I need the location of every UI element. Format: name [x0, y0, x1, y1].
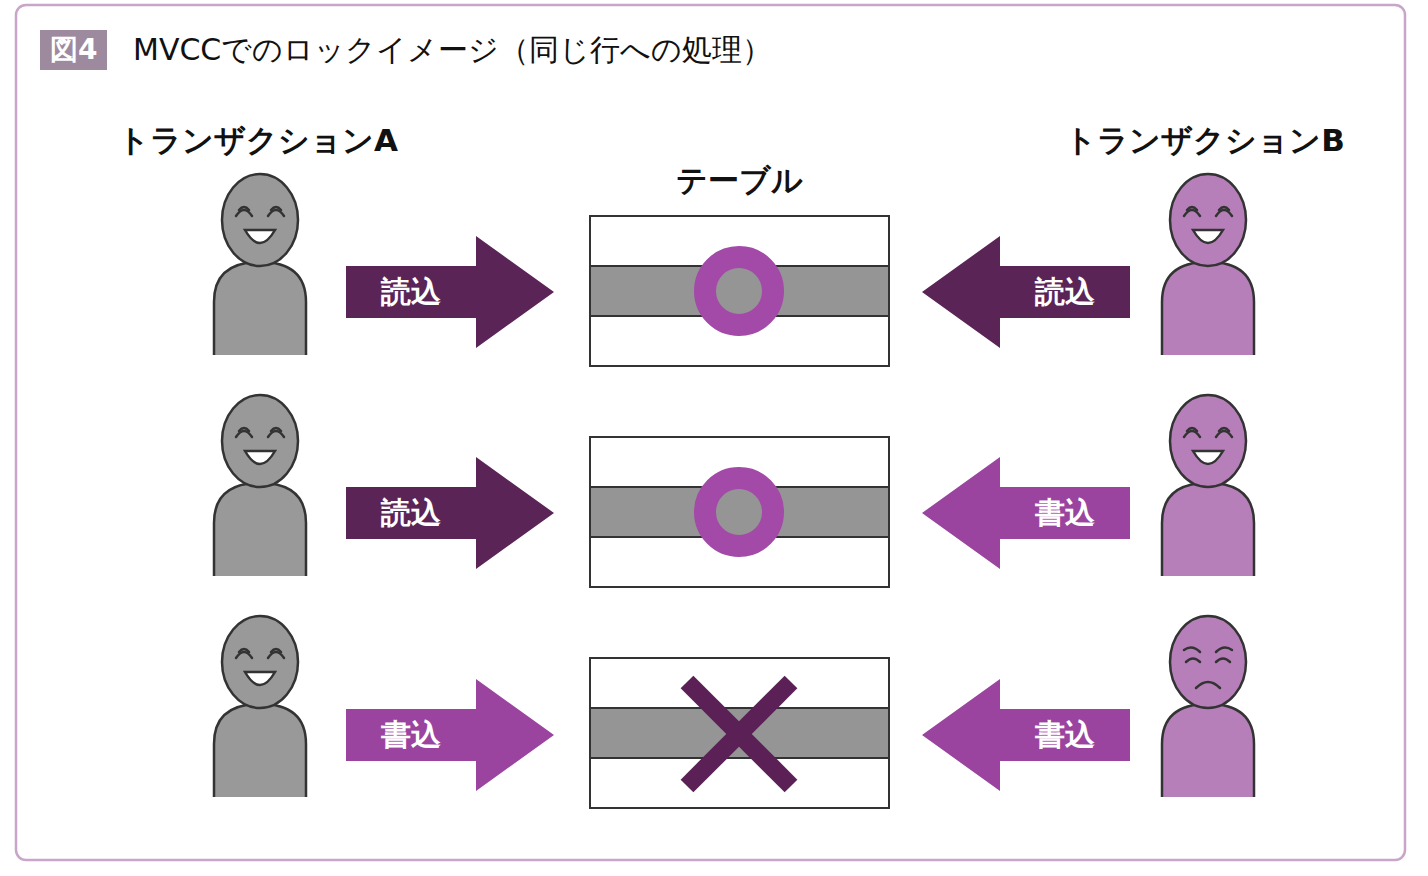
figure-number: 図4 — [40, 30, 107, 70]
arrow-shape — [346, 457, 554, 569]
figure-title: MVCCでのロックイメージ（同じ行への処理） — [133, 30, 772, 70]
arrow-box: 読込 — [346, 457, 554, 569]
arrow-shape — [922, 236, 1130, 348]
ok-mark — [705, 478, 773, 546]
arrow-label: 読込 — [381, 495, 441, 531]
transaction-label: トランザクションA — [118, 120, 398, 160]
arrow-label: 読込 — [381, 274, 441, 310]
arrow-box: 書込 — [922, 679, 1130, 791]
ng-mark — [687, 682, 791, 786]
frame — [16, 5, 1405, 860]
arrow-shape — [346, 679, 554, 791]
arrow-label: 書込 — [1035, 495, 1095, 531]
arrow-box: 読込 — [346, 236, 554, 348]
person-b — [1162, 174, 1254, 797]
ok-mark — [705, 257, 773, 325]
table — [590, 216, 889, 808]
person-a — [214, 174, 306, 797]
arrow-box: 書込 — [346, 679, 554, 791]
arrow-label: 書込 — [1035, 717, 1095, 753]
arrow-shape — [922, 679, 1130, 791]
transaction-label: トランザクションB — [1065, 120, 1345, 160]
arrow-label: 読込 — [1035, 274, 1095, 310]
arrow-label: 書込 — [381, 717, 441, 753]
arrow-shape — [922, 457, 1130, 569]
arrow-box: 読込 — [922, 236, 1130, 348]
arrow-shape — [346, 236, 554, 348]
table-label: テーブル — [676, 160, 803, 200]
arrow-box: 書込 — [922, 457, 1130, 569]
